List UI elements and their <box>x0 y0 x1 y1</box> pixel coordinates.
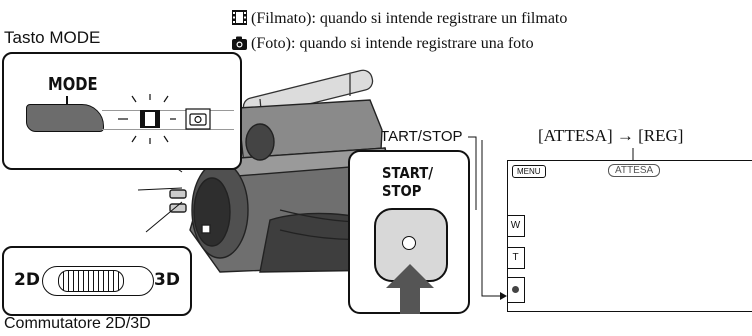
switch-label-2d: 2D <box>14 270 40 290</box>
lcd-status: ATTESA <box>608 164 661 177</box>
camcorder-illustration <box>167 69 401 273</box>
note-movie: (Filmato): quando si intende registrare … <box>232 10 567 28</box>
start-stop-text-2: STOP <box>382 182 422 200</box>
note-movie-text: (Filmato): quando si intende registrare … <box>251 10 568 27</box>
mode-indicator-strip <box>102 110 234 130</box>
mode-film-icon <box>140 110 160 128</box>
switch-2d3d-label: Commutatore 2D/3D <box>4 315 151 332</box>
mode-lamps <box>118 94 211 144</box>
switch-label-3d: 3D <box>154 270 180 290</box>
switch-panel: 2D 3D <box>2 246 192 316</box>
switch-knob[interactable] <box>58 270 124 292</box>
film-icon <box>232 10 247 25</box>
lcd-rec-dot <box>512 286 519 293</box>
lcd-menu-button[interactable]: MENU <box>512 165 546 178</box>
rec-transition-label: [ATTESA] → [REG] <box>538 126 684 145</box>
start-stop-button-dot <box>402 236 416 250</box>
camera-icon <box>232 36 247 50</box>
lcd-rec-button[interactable] <box>507 277 525 303</box>
lcd-screen: MENU ATTESA W T <box>507 160 752 312</box>
lcd-zoom-w[interactable]: W <box>507 215 525 237</box>
lcd-zoom-t[interactable]: T <box>507 247 525 269</box>
press-arrow-icon <box>386 264 434 314</box>
mode-panel-text: MODE <box>48 74 98 95</box>
start-stop-panel: START/ STOP <box>348 150 470 314</box>
note-photo: (Foto): quando si intende registrare una… <box>232 35 534 53</box>
note-photo-text: (Foto): quando si intende registrare una… <box>251 35 534 52</box>
mode-indicator-tick <box>66 96 68 104</box>
mode-key-label: Tasto MODE <box>4 28 101 47</box>
mode-panel: MODE <box>2 52 242 170</box>
start-stop-text-1: START/ <box>382 164 434 182</box>
mode-key-button[interactable] <box>26 104 104 132</box>
